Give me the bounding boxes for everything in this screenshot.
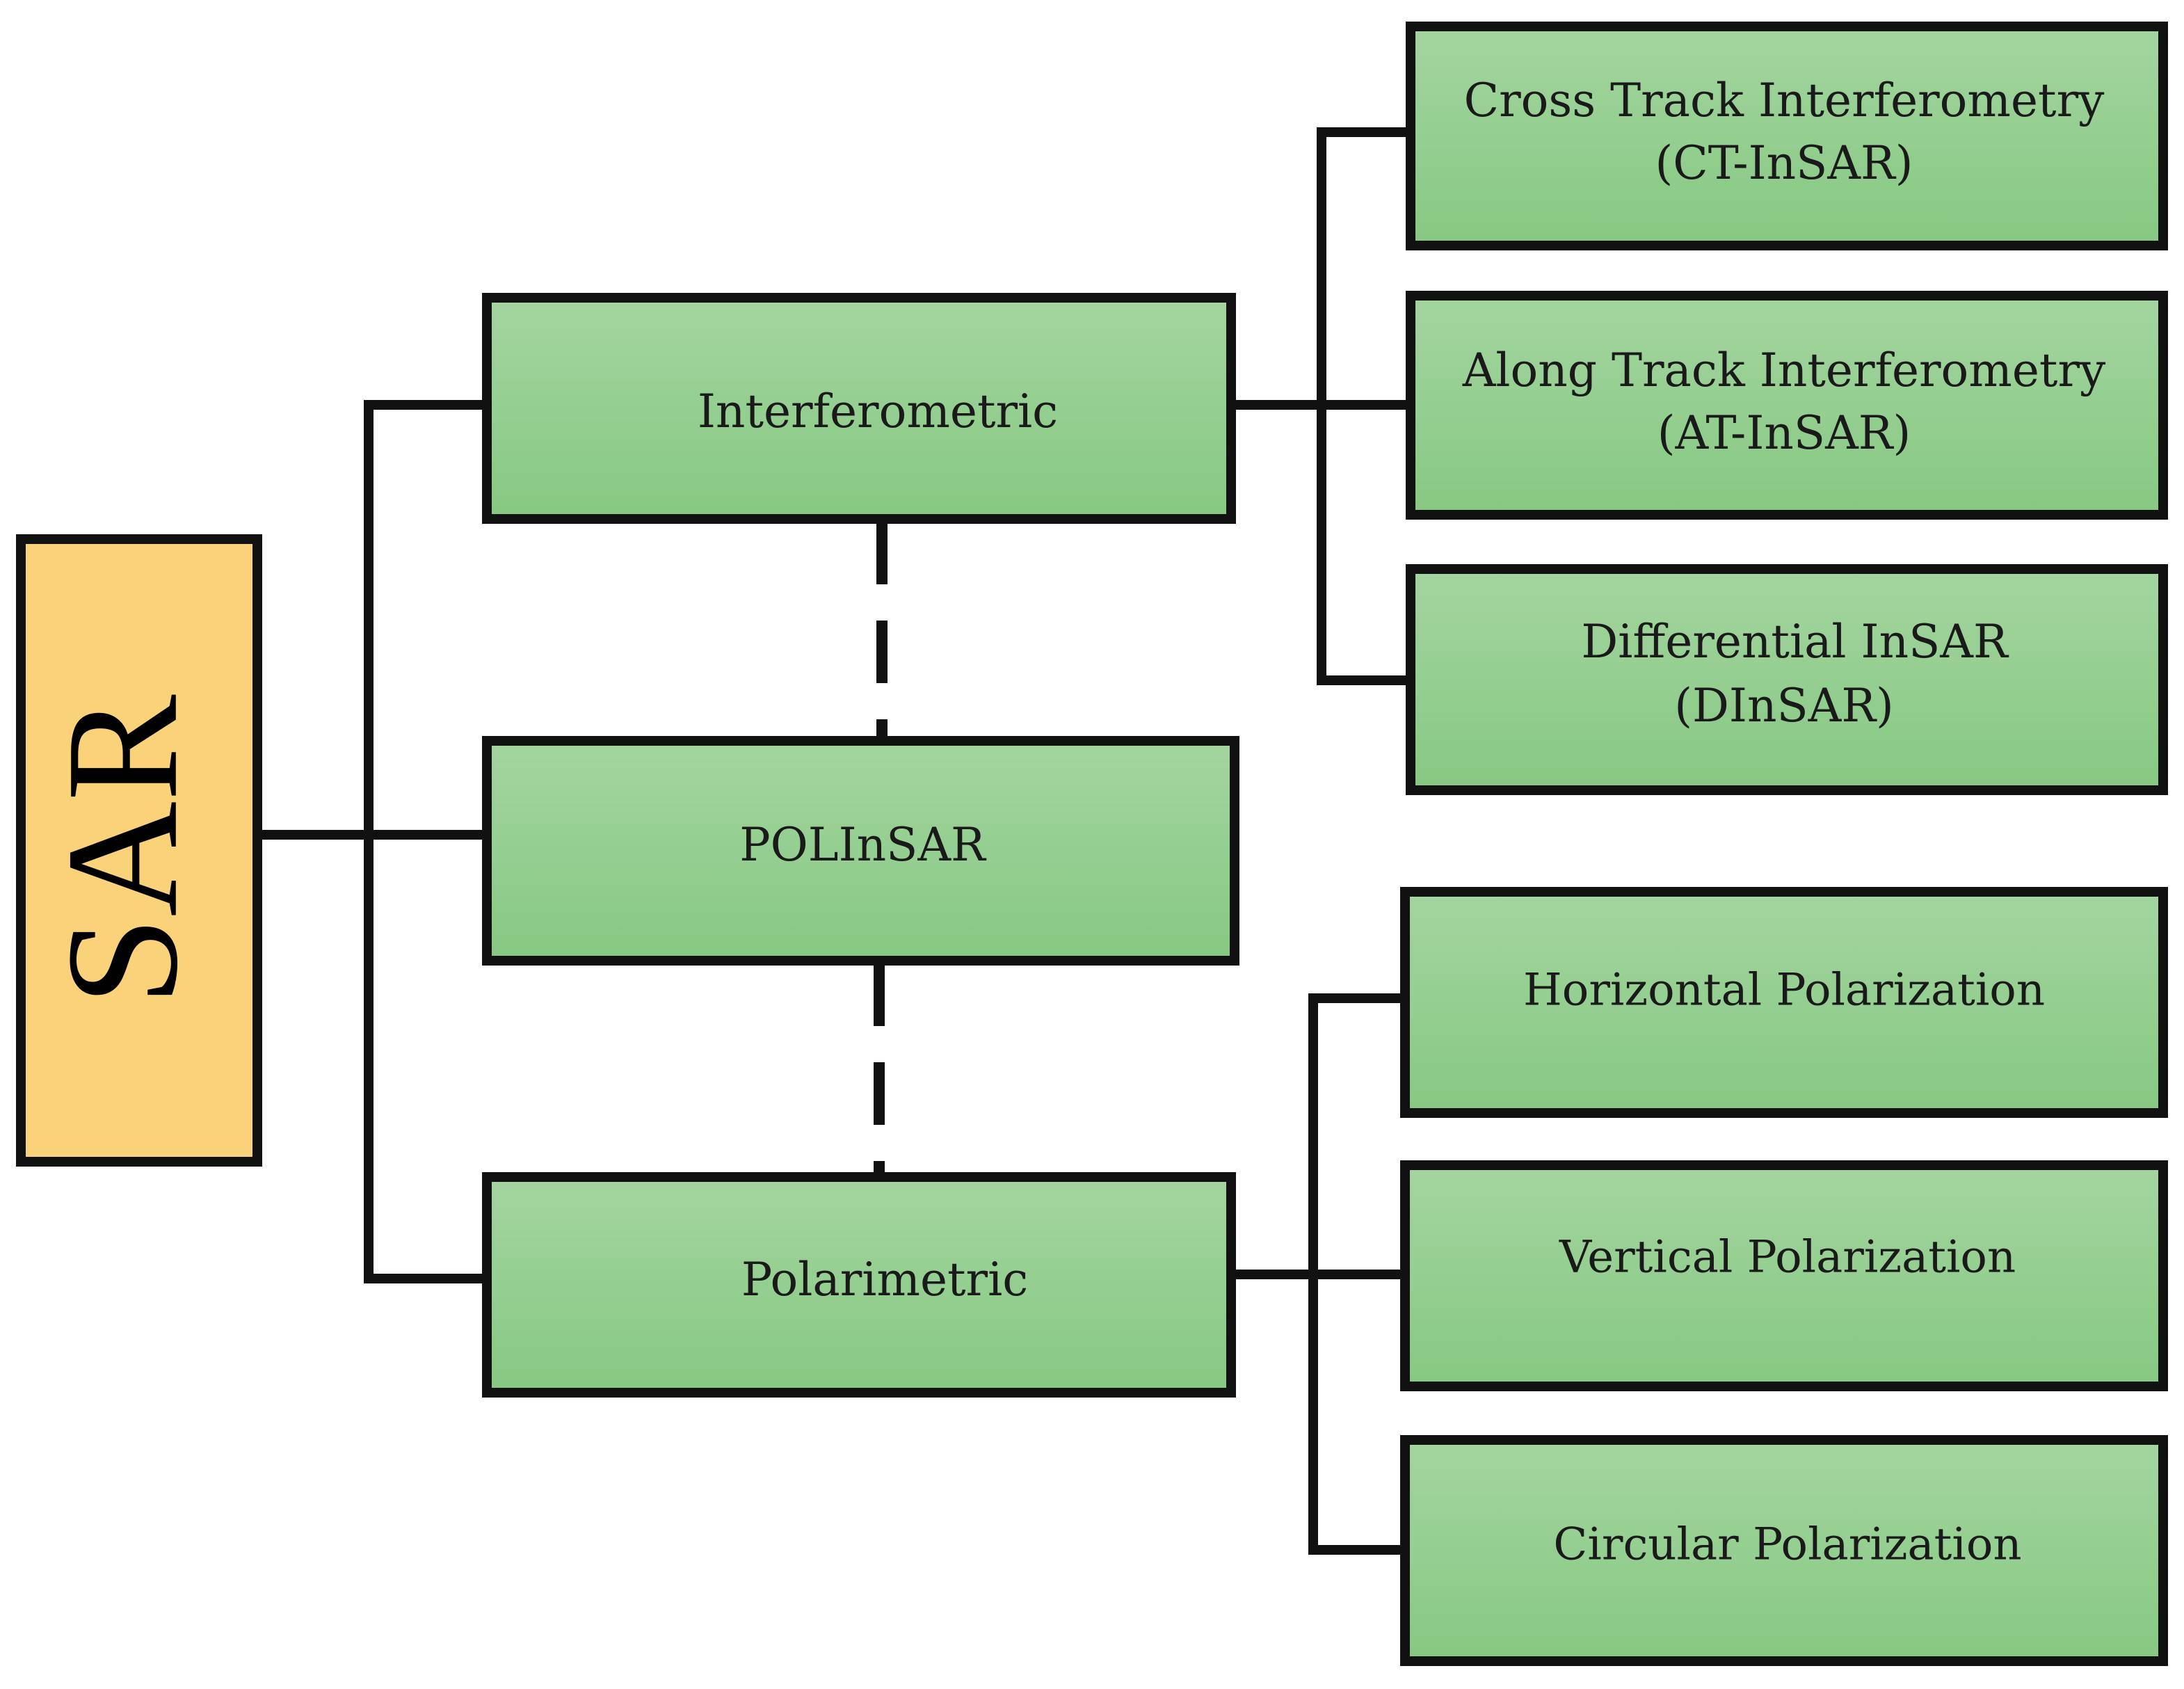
child-node-dinsar: Differential InSAR (DInSAR) (1406, 564, 2168, 795)
child-node-label: Vertical Polarization (1559, 1232, 2016, 1283)
connectors (256, 127, 1415, 1555)
category-node-polarimetric: Polarimetric (482, 1172, 1236, 1398)
child-node-label-line1: Along Track Interferometry (1462, 344, 2106, 397)
category-node-box (482, 1172, 1236, 1398)
child-node-box (1406, 22, 2168, 250)
child-node-box (1406, 291, 2168, 520)
category-node-label: Interferometric (698, 385, 1058, 438)
child-node-ct-insar: Cross Track Interferometry (CT-InSAR) (1406, 22, 2168, 250)
category-node-polinsar: POLInSAR (482, 736, 1239, 966)
child-node-vertical-polarization: Vertical Polarization (1400, 1160, 2168, 1391)
root-node-label: SAR (33, 694, 211, 1006)
category-node-interferometric: Interferometric (482, 293, 1236, 524)
child-node-circular-polarization: Circular Polarization (1400, 1435, 2168, 1666)
category-node-box (482, 736, 1239, 966)
child-node-box (1400, 1160, 2168, 1391)
child-node-label: Horizontal Polarization (1523, 965, 2045, 1016)
child-node-label-line1: Differential InSAR (1581, 615, 2009, 669)
child-node-horizontal-polarization: Horizontal Polarization (1400, 887, 2168, 1118)
child-node-box (1400, 1435, 2168, 1666)
category-node-label: Polarimetric (741, 1253, 1028, 1306)
root-node-sar: SAR (16, 534, 262, 1167)
child-node-box (1406, 564, 2168, 795)
root-node-box (16, 534, 262, 1167)
child-node-label-line1: Cross Track Interferometry (1464, 74, 2105, 127)
category-node-box (482, 293, 1236, 524)
child-node-label-line2: (AT-InSAR) (1657, 406, 1911, 460)
child-node-box (1400, 887, 2168, 1118)
category-node-label: POLInSAR (739, 818, 987, 872)
child-node-label: Circular Polarization (1553, 1519, 2021, 1571)
child-node-label-line2: (DInSAR) (1674, 679, 1894, 733)
child-node-label-line2: (CT-InSAR) (1655, 136, 1913, 190)
child-node-at-insar: Along Track Interferometry (AT-InSAR) (1406, 291, 2168, 520)
